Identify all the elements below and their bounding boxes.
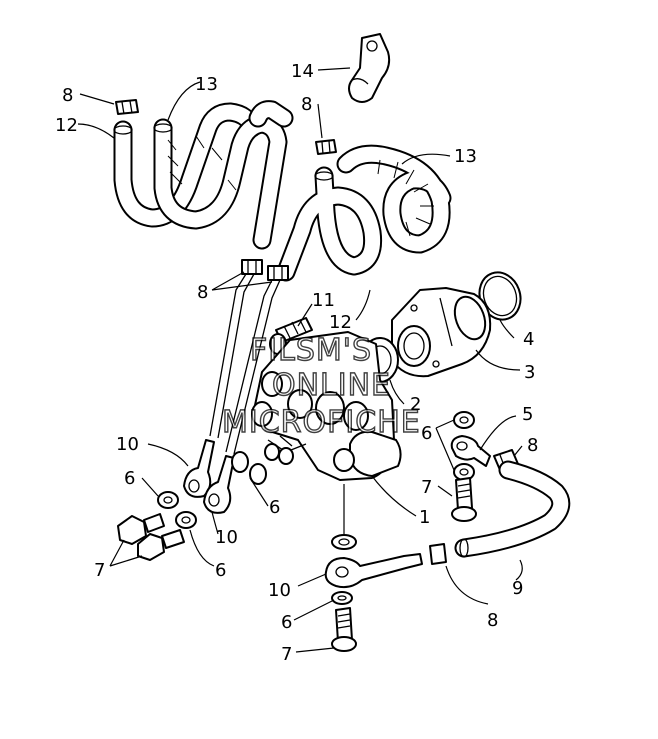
part-9-hose <box>454 460 571 558</box>
callout-10-center: 10 <box>215 527 238 548</box>
watermark-line3: MICROFICHE <box>222 405 421 440</box>
callout-13-top: 13 <box>195 74 218 95</box>
watermark-line2: ONLINE <box>272 368 391 403</box>
callout-8-top-middle: 8 <box>301 94 312 115</box>
callout-12-middle: 12 <box>329 312 352 333</box>
part-13-coiled-hose <box>336 144 452 254</box>
callout-2: 2 <box>410 394 421 415</box>
part-7-bolts <box>117 477 477 652</box>
part-12-13-left-hoses <box>113 100 294 250</box>
part-14-clamp <box>348 33 391 103</box>
part-6-washers <box>157 411 475 605</box>
callout-10-bottom: 10 <box>268 580 291 601</box>
callout-5: 5 <box>522 404 533 425</box>
callout-8-bottom: 8 <box>487 610 498 631</box>
callout-3: 3 <box>524 362 535 383</box>
callout-10-left: 10 <box>116 434 139 455</box>
leader-lines <box>77 67 523 653</box>
callout-6-center: 6 <box>269 497 280 518</box>
callout-9: 9 <box>512 578 523 599</box>
watermark-line1: FILSM'S <box>250 333 372 368</box>
callout-8-top-left: 8 <box>62 85 73 106</box>
callout-4: 4 <box>523 329 534 350</box>
callout-6-bottom: 6 <box>281 612 292 633</box>
callout-14: 14 <box>291 61 314 82</box>
part-5-banjo-fitting <box>450 435 491 467</box>
callout-6-lower-left: 6 <box>215 560 226 581</box>
callout-13-right: 13 <box>454 146 477 167</box>
part-1-manifold <box>251 331 402 481</box>
part-12-middle-hose <box>276 166 383 282</box>
callout-1: 1 <box>419 507 430 528</box>
callout-7-right: 7 <box>421 477 432 498</box>
callout-11: 11 <box>312 290 335 311</box>
part-3-thermostat-housing <box>391 287 492 378</box>
callout-6-right: 6 <box>421 423 432 444</box>
callout-12-top: 12 <box>55 115 78 136</box>
callout-8-middle: 8 <box>197 282 208 303</box>
connecting-tubes <box>209 273 281 455</box>
callout-7-bottom: 7 <box>281 644 292 665</box>
callout-7-left: 7 <box>94 560 105 581</box>
part-10-banjo-fitting-bottom <box>324 553 423 589</box>
callout-8-right: 8 <box>527 435 538 456</box>
callout-6-left: 6 <box>124 468 135 489</box>
watermark: FILSM'S ONLINE MICROFICHE <box>221 332 421 440</box>
callout-labels: 14 13 8 12 8 13 8 11 12 4 3 2 5 6 8 10 6… <box>55 61 538 665</box>
